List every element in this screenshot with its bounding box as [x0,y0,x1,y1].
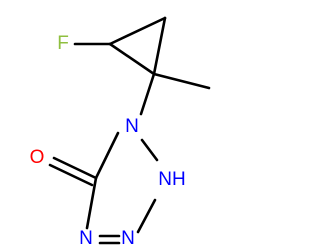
bond-c5-n1 [94,131,120,180]
bond-n4-c5 [85,176,98,230]
molecule-structure: F O N NH N N [0,0,250,250]
nitrogen-n4-label: N [79,228,93,249]
bond-c5-o-double-a [52,156,98,180]
nitrogen-nh-label: NH [158,169,185,190]
bond-c-n1 [139,72,156,116]
bond-c-methyl [152,72,211,90]
bond-nh-n3 [136,198,157,234]
nitrogen-n1-label: N [125,116,139,137]
bond-c5-o-double-b [48,163,94,187]
oxygen-atom-label: O [30,147,45,168]
background [0,0,250,250]
bond-cyclopropyl-top [108,16,167,46]
bond-n1-nh [140,138,159,162]
bond-cyclopropyl-right [152,16,167,76]
fluorine-atom-label: F [57,33,69,54]
nitrogen-n3-label: N [121,228,135,249]
bond-cyclopropyl-left [108,42,156,76]
